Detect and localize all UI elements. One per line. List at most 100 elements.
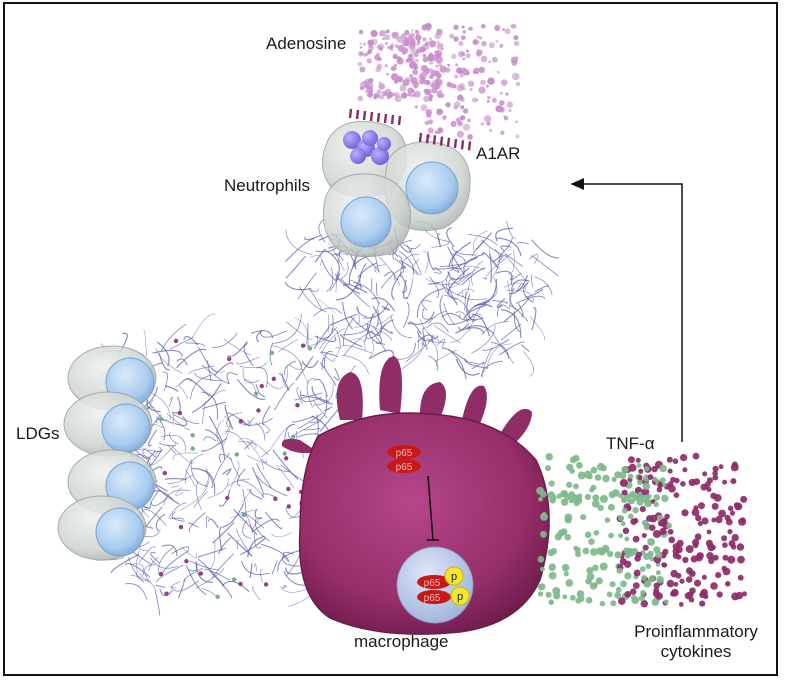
net-fiber [428,355,439,371]
adenosine-dot [481,41,487,47]
net-fiber [262,423,270,434]
net-fiber [156,564,184,583]
net-fiber [342,355,369,374]
cytokine-dot [697,520,703,527]
a1ar-receptors [418,132,472,151]
cytokine-dot [701,574,707,580]
net-fiber [195,567,225,589]
adenosine-dot [387,45,391,50]
net-granule [158,416,164,422]
net-fiber [248,417,273,427]
cytokine-dot [730,463,739,472]
net-fiber [292,415,315,423]
cytokine-dot [721,565,727,572]
net-fiber [422,327,428,351]
cytokine-dot [731,533,739,542]
cytokine-dot [540,566,545,572]
cytokine-dot [721,535,728,542]
adenosine-dot [495,105,503,113]
net-fiber [475,232,493,251]
net-fiber [150,557,179,569]
net-fiber [142,449,156,458]
cytokine-dot [614,591,622,599]
net-fiber [428,311,447,324]
adenosine-dot [423,95,430,103]
cytokine-dot [636,463,642,468]
net-fiber [417,332,439,342]
cytokine-dot [573,483,579,490]
cytokine-dot [670,569,678,578]
net-fiber [309,255,322,266]
cytokine-dot [560,490,568,498]
cytokine-dot [659,518,668,527]
net-fiber [323,351,333,369]
adenosine-dot [396,56,402,62]
p65-label: p65 [396,448,413,459]
net-granule [177,410,183,416]
net-fiber [359,262,367,289]
adenosine-dot [404,76,411,83]
net-fiber [243,417,255,426]
net-fiber [513,311,521,333]
net-fiber [207,478,229,499]
net-fiber [340,278,371,308]
adenosine-dot [515,120,518,123]
net-granule [307,346,313,351]
net-fiber [171,446,194,464]
cytokine-dot [737,574,744,581]
net-fiber [445,274,458,304]
cytokine-dot [688,478,696,487]
net-fiber [159,442,176,447]
net-fiber [314,335,337,343]
adenosine-dot [513,35,519,41]
net-fiber [493,334,515,365]
adenosine-dot [416,49,421,54]
net-fiber [496,237,522,257]
cytokine-dot [639,506,646,513]
cytokine-dot [649,524,656,531]
p65-nuclear-phosphorylated: p65 p65 p p [417,566,470,606]
ldg-cells [57,345,157,561]
adenosine-dot [420,104,428,111]
net-fiber [447,348,467,380]
net-fiber [434,266,442,274]
cytokine-dot [540,530,547,538]
net-fiber [167,444,177,455]
net-fiber [449,320,475,343]
cytokine-dot [727,555,736,564]
net-fiber [376,282,379,297]
net-fiber [247,440,264,470]
net-fiber [233,509,258,536]
cytokine-dot [569,594,576,601]
tnf-label: TNF-α [606,434,655,453]
cytokine-dot [663,599,669,605]
phospho-label: p [457,591,463,603]
net-fiber [530,255,559,277]
cytokine-dot [631,594,637,600]
cytokine-dot [643,581,650,588]
net-fiber [313,378,328,397]
cytokine-dot [632,582,640,589]
net-granule [184,559,189,564]
cytokine-dot [637,474,643,481]
net-fiber [213,362,234,376]
adenosine-dot [422,80,426,83]
adenosine-dot [422,53,426,58]
net-fiber [534,276,553,296]
adenosine-dot [401,92,408,99]
net-granule [263,582,269,587]
net-fiber [480,347,494,377]
net-fiber [471,313,490,337]
net-fiber [462,292,488,301]
cytokine-dot [585,597,593,604]
net-fiber [261,458,290,473]
net-fiber [343,330,373,357]
receptor-mark [453,138,458,149]
neutrophil-nucleus [340,196,392,248]
adenosine-dot [373,92,379,99]
net-granule [238,581,243,587]
adenosine-dot [409,47,418,55]
adenosine-dot [359,42,362,45]
net-fiber [500,323,522,341]
net-fiber [370,330,386,353]
